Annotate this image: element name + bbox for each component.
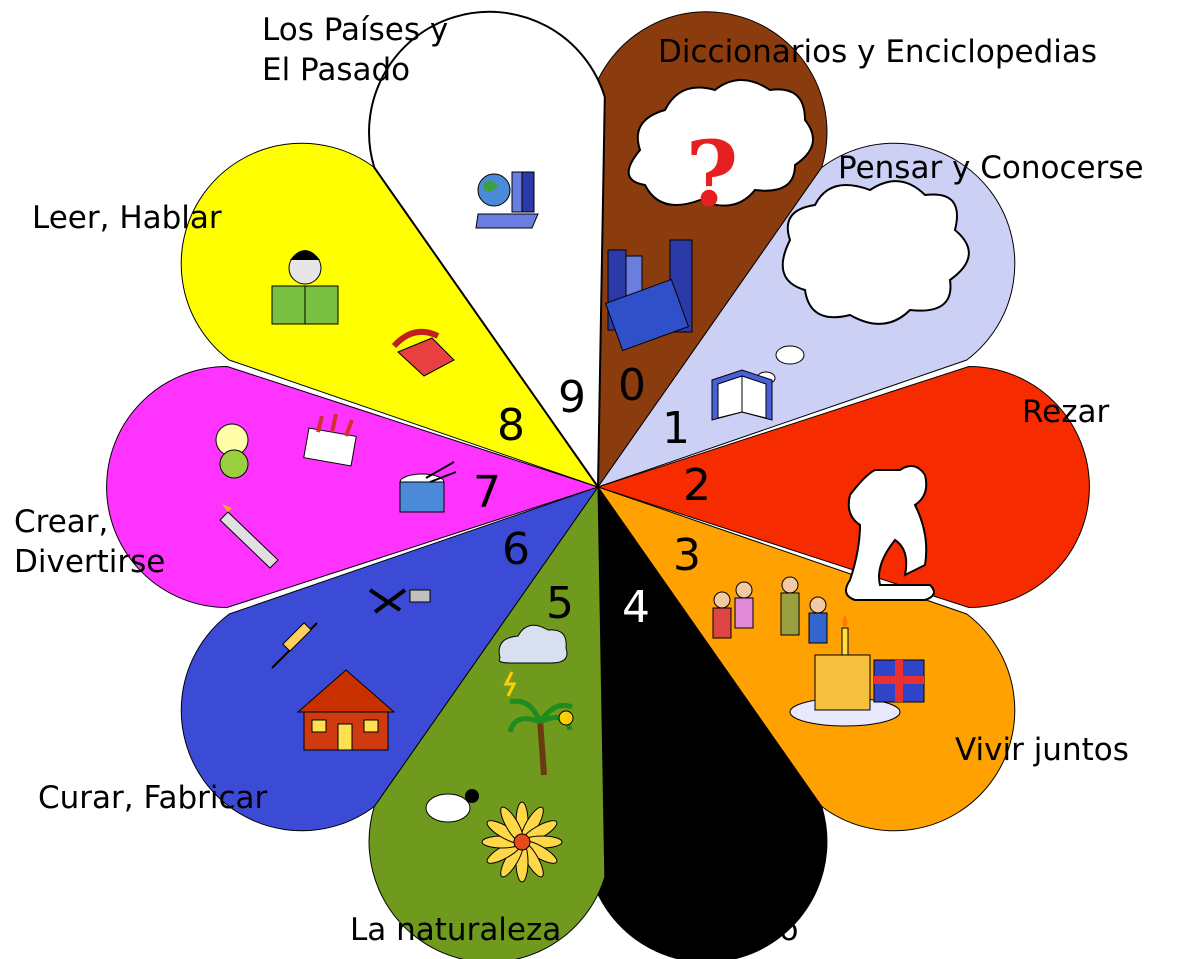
petal-label-5: La naturaleza [350,912,561,948]
petal-digit-8: 8 [497,400,525,451]
petal-digit-0: 0 [618,360,646,411]
birthday-cake-icon [789,615,901,727]
petal-3[interactable] [596,486,1016,832]
petal-label-6: Curar, Fabricar [38,780,268,816]
svg-text:?: ? [686,121,739,227]
petal-label-7: Divertirse [14,544,165,580]
sheep-icon [425,789,479,823]
petal-digit-9: 9 [558,372,586,423]
teddy-bear-icon [215,423,249,479]
petal-digit-7: 7 [473,467,501,518]
petal-digit-3: 3 [673,530,701,581]
petal-label-9: Los Países y [262,12,448,48]
petal-6[interactable] [180,486,600,832]
open-book-icon [711,369,773,421]
petal-label-1: Pensar y Conocerse [838,150,1144,186]
reading-person-icon [271,250,339,325]
petal-label-0: Diccionarios y Enciclopedias [658,34,1097,70]
palm-tree-icon [507,698,574,776]
petal-label-3: Vivir juntos [955,732,1129,768]
daisy-flower-icon [481,801,563,883]
petal-9[interactable] [368,10,606,491]
gift-box-icon [873,659,925,703]
petal-2[interactable] [596,365,1090,609]
petal-label-8: Leer, Hablar [32,200,222,236]
family-icon [712,576,828,644]
petal-label-9: El Pasado [262,52,410,88]
petal-digit-6: 6 [502,524,530,575]
tools-icon [368,588,431,614]
paint-pots-icon [303,413,357,467]
question-cloud-icon: ? [627,79,814,227]
syringe-icon [271,622,318,669]
decoration-layer: ? [215,79,970,883]
petal-8[interactable] [180,142,600,488]
globe-books-icon [475,171,539,229]
petal-label-4: Vacío [716,912,798,948]
petal-layer [106,10,1090,959]
house-icon [296,669,396,751]
petal-label-7: Crear, [14,504,108,540]
books-calculator-icon [604,239,693,352]
petal-digit-4: 4 [622,582,650,633]
petal-digit-1: 1 [662,403,690,454]
drum-icon [399,461,457,513]
telephone-icon [391,328,455,377]
rocket-icon [219,504,279,569]
petal-4[interactable] [590,485,828,959]
storm-cloud-icon [498,624,568,697]
petal-digit-2: 2 [683,460,711,511]
petal-label-2: Rezar [1022,394,1109,430]
praying-figure-icon [845,465,935,601]
petal-digit-5: 5 [546,578,574,629]
